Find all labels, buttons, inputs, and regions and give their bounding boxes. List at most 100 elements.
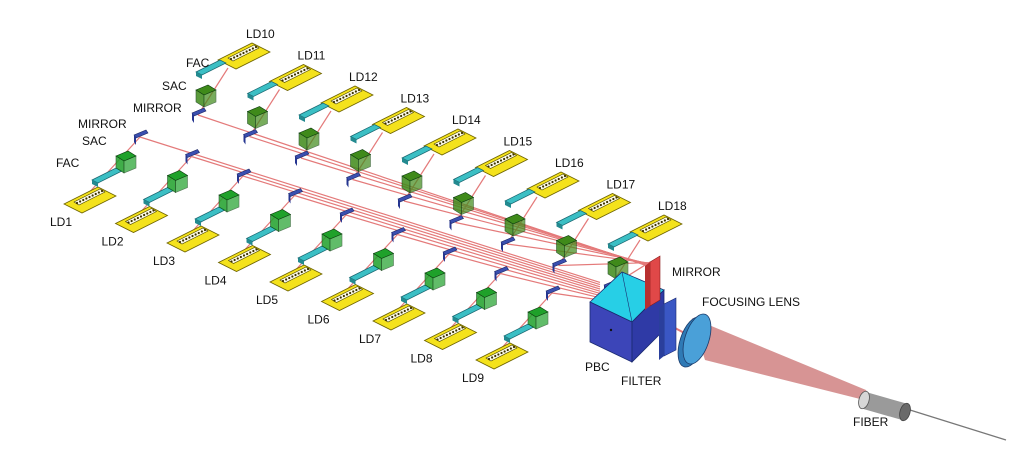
emitter: [285, 278, 288, 281]
sac-lens-side: [226, 194, 240, 213]
emitter: [391, 315, 394, 319]
upper-diode-module-1: LD10: [217, 27, 275, 70]
fac-lens-side: [247, 93, 254, 101]
fac-lens-side: [298, 258, 304, 265]
emitter: [487, 165, 490, 168]
sac-lens-side: [535, 311, 549, 330]
mirror-plate: [442, 246, 458, 256]
upper-diode-module-6: LD15: [474, 135, 533, 177]
upper-bus-beam: [352, 178, 651, 266]
fiber: [858, 390, 1007, 441]
emitter: [242, 51, 245, 55]
emitter: [609, 199, 612, 202]
emitter: [303, 68, 306, 72]
emitter: [406, 308, 409, 311]
diode-label: LD7: [359, 332, 381, 346]
lower-feed-beam: [188, 175, 244, 236]
mirror-side: [398, 199, 400, 209]
emitter: [599, 203, 602, 207]
fac-lens-side: [608, 244, 614, 251]
fac-lens-side: [350, 136, 357, 144]
fac-lens: [607, 231, 639, 248]
label-fiber: FIBER: [853, 415, 889, 429]
lower-feed-beam: [497, 292, 553, 353]
emitter: [82, 198, 85, 202]
emitter: [445, 139, 448, 142]
fac-lens: [142, 187, 175, 203]
fac-lens-side: [92, 180, 98, 187]
emitter: [355, 288, 358, 292]
fac-lens-side: [196, 72, 202, 79]
diode-plate: [320, 284, 375, 311]
mirror-plate: [494, 266, 509, 275]
emitter: [291, 275, 294, 278]
mirror-side: [295, 156, 297, 166]
mirror-plate: [294, 150, 310, 160]
emitter: [606, 200, 609, 204]
mirror-plate: [288, 188, 303, 197]
mirror-side: [185, 154, 188, 165]
emitter: [345, 94, 348, 98]
emitter: [342, 294, 345, 298]
emitter: [538, 186, 542, 190]
emitter: [85, 197, 88, 200]
diode-plate: [577, 193, 632, 220]
upper-diode-module-8: LD17: [577, 178, 636, 220]
lower-feed-beam: [446, 273, 501, 333]
sac-lens-side: [329, 233, 343, 252]
emitter: [306, 267, 310, 271]
sac-lens-side: [484, 292, 497, 310]
fac-lens: [91, 167, 123, 184]
mirror-side: [237, 174, 239, 184]
emitter: [233, 56, 236, 59]
emitter: [246, 252, 249, 256]
emitter: [88, 195, 91, 199]
emitter: [300, 70, 303, 73]
emitter: [512, 153, 515, 156]
label-pbc: PBC: [585, 360, 610, 374]
emitter: [452, 330, 455, 334]
mirror-side: [494, 271, 497, 282]
emitter: [182, 239, 185, 242]
emitter: [339, 97, 342, 101]
fac-lens: [246, 81, 279, 97]
emitter: [127, 221, 130, 224]
fac-lens: [194, 206, 226, 223]
emitter: [548, 182, 551, 185]
sac-lens-side: [123, 155, 137, 174]
emitter: [188, 236, 191, 239]
emitter: [397, 312, 400, 316]
emitter: [339, 296, 342, 299]
fac-lens: [452, 167, 485, 183]
emitter: [602, 202, 606, 205]
emitter: [460, 131, 464, 135]
emitter: [251, 47, 254, 50]
emitter: [496, 160, 499, 164]
sac-lens-side: [461, 197, 474, 215]
emitter: [333, 299, 336, 302]
emitter: [506, 156, 509, 159]
emitter: [499, 159, 503, 162]
emitter: [645, 228, 648, 231]
emitter: [651, 225, 654, 228]
emitter: [388, 317, 391, 320]
lower-feed-beam: [85, 136, 141, 197]
emitter: [236, 54, 239, 58]
emitter: [239, 255, 242, 259]
emitter: [349, 291, 352, 295]
label-focusing-lens: FOCUSING LENS: [702, 295, 800, 309]
upper-diode-module-2: LD11: [268, 49, 326, 91]
mirror-side: [340, 213, 342, 223]
lower-bus-beam: [345, 214, 601, 292]
emitter: [403, 309, 406, 313]
emitter: [490, 163, 493, 167]
emitter: [487, 357, 491, 361]
emitter: [185, 237, 188, 241]
emitter: [458, 327, 461, 331]
diode-label: LD17: [607, 178, 636, 192]
upper-bus-beam: [455, 221, 651, 265]
emitter: [345, 293, 349, 296]
emitter: [233, 258, 236, 262]
fac-lens: [401, 145, 433, 162]
emitter: [503, 157, 506, 161]
